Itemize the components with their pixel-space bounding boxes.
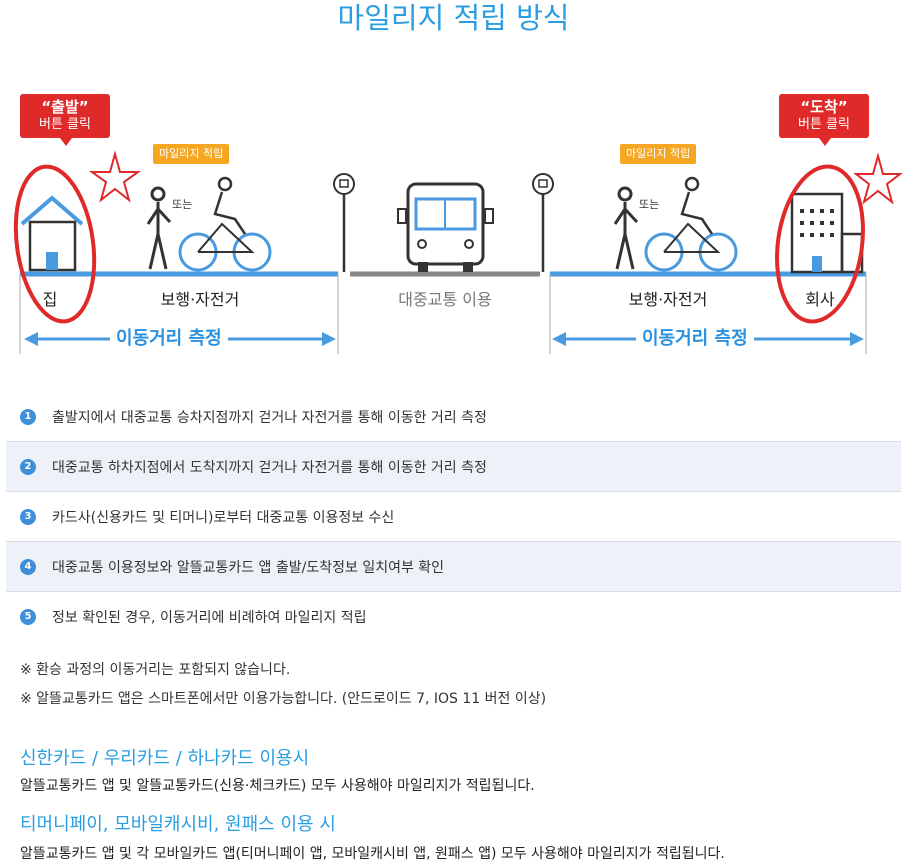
measure-label-left: 이동거리 측정	[110, 324, 228, 350]
bicycle-icon-right	[644, 176, 738, 272]
list-item: 4 대중교통 이용정보와 알뜰교통카드 앱 출발/도착정보 일치여부 확인	[6, 541, 901, 592]
step-text: 대중교통 이용정보와 알뜰교통카드 앱 출발/도착정보 일치여부 확인	[52, 559, 445, 576]
list-item: 5 정보 확인된 경우, 이동거리에 비례하여 마일리지 적립	[6, 592, 901, 641]
step-number: 4	[20, 558, 36, 575]
segment-home: 집	[42, 290, 58, 309]
bicycle-icon-left	[178, 176, 272, 272]
section-heading-cards: 신한카드 / 우리카드 / 하나카드 이용시	[20, 748, 310, 769]
segment-walk-bike-left: 보행·자전거	[160, 290, 240, 309]
step-text: 카드사(신용카드 및 티머니)로부터 대중교통 이용정보 수신	[52, 509, 395, 526]
pedestrian-icon-right	[613, 186, 639, 270]
note-transfer: ※ 환승 과정의 이동거리는 포함되지 않습니다.	[20, 662, 291, 678]
page-title: 마일리지 적립 방식	[337, 1, 570, 35]
highlight-circle-left	[13, 164, 97, 324]
bus-stop-icon-left	[333, 173, 355, 272]
list-item: 3 카드사(신용카드 및 티머니)로부터 대중교통 이용정보 수신	[6, 492, 901, 541]
end-callout-sub: 버튼 클릭	[798, 117, 850, 132]
star-icon-right	[853, 152, 903, 205]
start-callout: “출발” 버튼 클릭	[20, 94, 110, 146]
note-smartphone: ※ 알뜰교통카드 앱은 스마트폰에서만 이용가능합니다. (안드로이드 7, I…	[20, 691, 547, 707]
steps-list: 1 출발지에서 대중교통 승차지점까지 걷거나 자전거를 통해 이동한 거리 측…	[6, 392, 901, 641]
bus-icon	[397, 182, 494, 272]
step-text: 출발지에서 대중교통 승차지점까지 걷거나 자전거를 통해 이동한 거리 측정	[52, 409, 487, 426]
section-heading-mobile: 티머니페이, 모바일캐시비, 원패스 이용 시	[20, 814, 336, 835]
measure-label-right: 이동거리 측정	[636, 324, 754, 350]
step-text: 대중교통 하차지점에서 도착지까지 걷거나 자전거를 통해 이동한 거리 측정	[52, 459, 487, 476]
or-text-left: 또는	[172, 198, 193, 211]
end-callout-quote: “도착”	[800, 98, 848, 116]
segment-walk-bike-right: 보행·자전거	[628, 290, 708, 309]
section-body-mobile: 알뜰교통카드 앱 및 각 모바일카드 앱(티머니페이 앱, 모바일캐시비 앱, …	[20, 846, 725, 862]
list-item: 1 출발지에서 대중교통 승차지점까지 걷거나 자전거를 통해 이동한 거리 측…	[6, 392, 901, 441]
house-icon	[20, 195, 84, 272]
diagram-graphics	[13, 150, 903, 354]
step-number: 5	[20, 608, 36, 625]
list-item: 2 대중교통 하차지점에서 도착지까지 걷거나 자전거를 통해 이동한 거리 측…	[6, 441, 901, 492]
segment-company: 회사	[805, 290, 835, 309]
star-icon-left	[88, 150, 142, 203]
mileage-tag-right: 마일리지 적립	[620, 144, 697, 164]
section-body-cards: 알뜰교통카드 앱 및 알뜰교통카드(신용·체크카드) 모두 사용해야 마일리지가…	[20, 778, 535, 794]
building-icon	[790, 192, 864, 274]
step-number: 3	[20, 508, 36, 525]
notes: ※ 환승 과정의 이동거리는 포함되지 않습니다. ※ 알뜰교통카드 앱은 스마…	[20, 656, 546, 714]
end-callout: “도착” 버튼 클릭	[779, 94, 869, 146]
step-number: 1	[20, 408, 36, 425]
bus-stop-icon-right	[532, 173, 554, 272]
segment-transit: 대중교통 이용	[398, 290, 492, 309]
or-text-right: 또는	[639, 198, 660, 211]
start-callout-quote: “출발”	[41, 98, 89, 116]
highlight-circle-right	[775, 164, 865, 324]
step-number: 2	[20, 458, 36, 475]
mileage-diagram: “출발” 버튼 클릭 “도착” 버튼 클릭 마일리지 적립 마일리지 적립	[0, 84, 907, 364]
pedestrian-icon-left	[146, 186, 172, 270]
step-text: 정보 확인된 경우, 이동거리에 비례하여 마일리지 적립	[52, 609, 367, 626]
start-callout-sub: 버튼 클릭	[39, 117, 91, 132]
mileage-tag-left: 마일리지 적립	[153, 144, 230, 164]
